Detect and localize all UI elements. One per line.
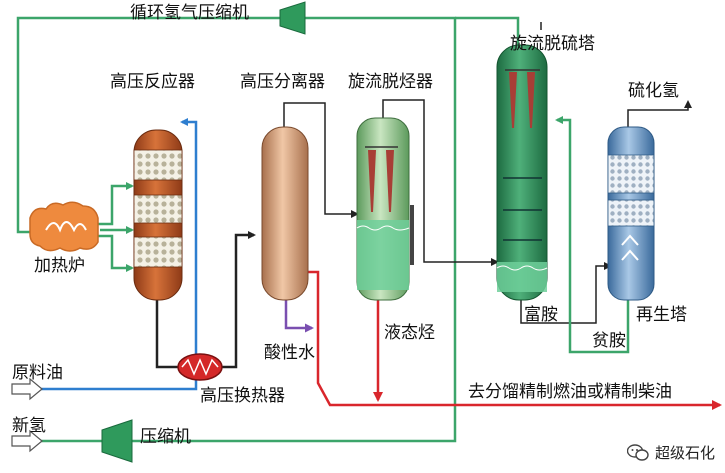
recycle-hydrogen-line bbox=[16, 16, 520, 432]
hp-separator-label: 高压分离器 bbox=[240, 72, 325, 92]
h2s-line bbox=[627, 100, 692, 127]
reactor-outlet-line bbox=[155, 231, 256, 369]
h2s-label: 硫化氢 bbox=[628, 81, 679, 101]
cyclone-desulfurizer-label: 旋流脱硫塔 bbox=[510, 34, 595, 54]
cyclone-desulfurizer bbox=[496, 44, 548, 301]
hp-separator bbox=[261, 126, 309, 301]
hp-exchanger-label: 高压换热器 bbox=[200, 386, 285, 406]
furnace-label: 加热炉 bbox=[34, 256, 85, 276]
fresh-hydrogen-line bbox=[40, 432, 457, 443]
fresh-h2-label: 新氢 bbox=[12, 416, 46, 436]
hp-reactor bbox=[133, 129, 183, 301]
acid-water-line bbox=[284, 300, 314, 333]
cyclone-dehydrocarbon-label: 旋流脱烃器 bbox=[348, 72, 433, 92]
acid-water-label: 酸性水 bbox=[264, 343, 315, 363]
watermark-text: 超级石化 bbox=[654, 444, 715, 462]
liquid-hydrocarbon-label: 液态烃 bbox=[384, 323, 435, 343]
feed-oil-label: 原料油 bbox=[12, 363, 63, 383]
separator-gas-line bbox=[283, 102, 359, 218]
watermark: 超级石化 bbox=[626, 442, 715, 463]
recycle-compressor-label: 循环氢气压缩机 bbox=[130, 3, 249, 23]
furnace-icon bbox=[29, 201, 99, 252]
rich-amine-label: 富胺 bbox=[524, 305, 558, 325]
hp-reactor-label: 高压反应器 bbox=[110, 72, 195, 92]
recycle-compressor-icon bbox=[279, 1, 306, 35]
feed-oil-line bbox=[40, 118, 198, 391]
fresh-h2-inlet-arrow-icon bbox=[11, 429, 43, 453]
furnace-outlet-lines bbox=[98, 182, 134, 272]
lean-amine-line bbox=[555, 116, 630, 354]
product-line bbox=[307, 270, 722, 410]
to-fractionation-label: 去分馏精制燃油或精制柴油 bbox=[468, 382, 672, 402]
fresh-compressor-icon bbox=[101, 419, 133, 463]
wechat-icon bbox=[626, 443, 649, 461]
cyclone-dehydrocarbon bbox=[356, 117, 414, 301]
regenerator bbox=[607, 126, 655, 301]
feed-inlet-arrow-icon bbox=[11, 377, 43, 401]
compressor-label: 压缩机 bbox=[140, 427, 191, 447]
lean-amine-label: 贫胺 bbox=[592, 331, 626, 351]
hp-exchanger-icon bbox=[177, 353, 223, 381]
regenerator-label: 再生塔 bbox=[636, 305, 687, 325]
dehydrocarbon-gas-line bbox=[382, 99, 499, 266]
amine-lines bbox=[520, 22, 612, 324]
